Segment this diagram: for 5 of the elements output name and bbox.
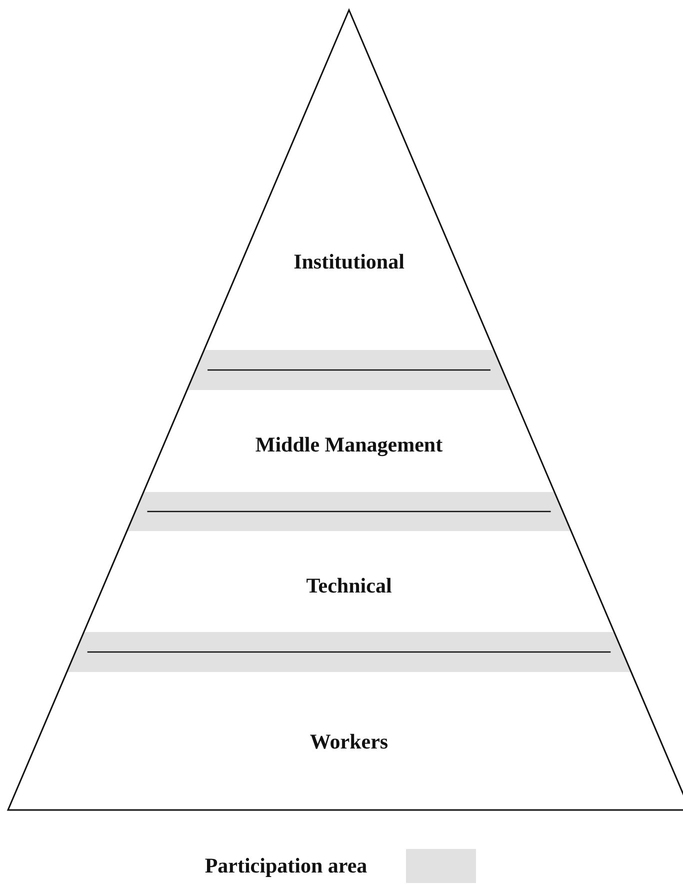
level-label: Workers — [310, 730, 388, 754]
level-label: Middle Management — [255, 432, 443, 458]
level-label: Institutional — [294, 250, 404, 274]
legend-label: Participation area — [204, 854, 368, 878]
level-label: Technical — [306, 574, 392, 598]
